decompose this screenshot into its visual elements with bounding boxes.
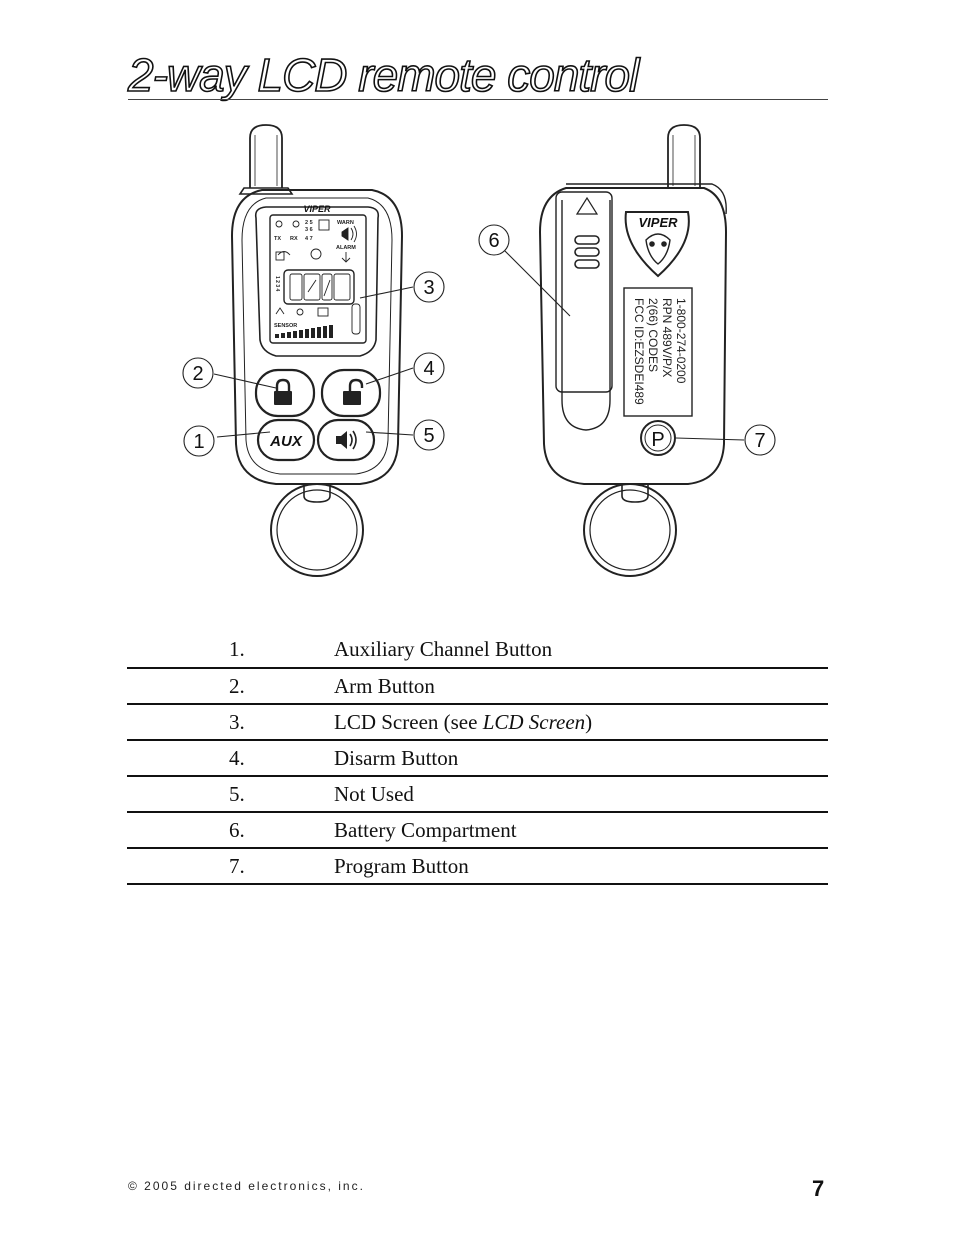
antenna-icon	[238, 124, 294, 195]
key-ring-icon	[270, 483, 364, 577]
legend-label-after: )	[585, 709, 593, 734]
label-line-2: RPN 489V/P/X	[660, 298, 674, 377]
front-brand: VIPER	[303, 204, 331, 214]
lcd-rx: RX	[290, 236, 298, 242]
back-brand: VIPER	[638, 215, 678, 230]
not-used-button[interactable]	[316, 418, 376, 462]
label-line-1: 1-800-274-0200	[674, 298, 688, 384]
label-line-3: 2(66) CODES	[646, 298, 660, 372]
legend-label: LCD Screen (see LCD Screen)	[334, 704, 828, 741]
back-remote: VIPER 1-800-274-0200 RPN 489V/P/X 2(66) …	[538, 124, 728, 577]
aux-button[interactable]: AUX	[256, 418, 316, 462]
remote-illustration: VIPER 2 5 3 6 TX RX 4 7 WARN ALARM SENSO…	[182, 124, 776, 577]
legend-num: 5.	[229, 781, 245, 806]
unlock-icon	[348, 378, 364, 392]
program-label: P	[651, 429, 664, 451]
legend-row: 4. Disarm Button	[127, 740, 828, 777]
arm-button[interactable]	[254, 368, 316, 418]
title-rule	[128, 99, 828, 100]
aux-label: AUX	[269, 433, 303, 450]
speaker-icon	[336, 430, 357, 450]
lcd-nums-c: 4 7	[305, 236, 313, 242]
lcd-tx: TX	[274, 236, 281, 242]
legend-label-before: LCD Screen (see	[334, 709, 483, 734]
callout-1: 1	[193, 431, 204, 453]
lcd-nums-a: 2 5	[305, 220, 313, 226]
disarm-button[interactable]	[320, 368, 382, 418]
callout-4: 4	[423, 358, 434, 380]
callout-6: 6	[488, 230, 499, 252]
lcd-alarm: ALARM	[336, 245, 356, 251]
front-remote: VIPER 2 5 3 6 TX RX 4 7 WARN ALARM SENSO…	[230, 124, 404, 577]
lcd-sensor: SENSOR	[274, 323, 297, 329]
legend-row: 5. Not Used	[127, 776, 828, 813]
lcd-channels: 1 2 3 4	[274, 276, 280, 292]
legend-label: Auxiliary Channel Button	[334, 632, 828, 669]
legend-num: 1.	[229, 637, 245, 661]
battery-compartment	[555, 191, 613, 431]
legend-label: Program Button	[334, 848, 828, 885]
legend-row: 2. Arm Button	[127, 668, 828, 705]
fcc-label	[623, 287, 693, 417]
page-title: 2-way LCD remote control	[127, 49, 640, 101]
legend-num: 7.	[229, 853, 245, 878]
viper-logo: VIPER	[624, 211, 690, 278]
callout-2: 2	[192, 363, 203, 385]
legend-row: 7. Program Button	[127, 848, 828, 885]
lcd-screen	[269, 214, 367, 344]
callout-7: 7	[754, 430, 765, 452]
lock-icon	[275, 378, 291, 392]
back-key-ring	[583, 483, 677, 577]
legend-num: 6.	[229, 817, 245, 842]
legend-label: Arm Button	[334, 668, 828, 705]
legend-row: 1. Auxiliary Channel Button	[127, 632, 828, 669]
legend-row: 3. LCD Screen (see LCD Screen)	[127, 704, 828, 741]
page-number: 7	[812, 1176, 825, 1201]
signal-meter	[275, 325, 333, 338]
label-line-4: FCC ID:EZSDEI489	[632, 298, 646, 405]
lcd-nums-b: 3 6	[305, 227, 313, 233]
copyright-footer: © 2005 directed electronics, inc.	[128, 1179, 365, 1193]
lcd-warn: WARN	[337, 220, 354, 226]
legend-num: 3.	[229, 709, 245, 734]
legend-num: 2.	[229, 673, 245, 698]
legend-row: 6. Battery Compartment	[127, 812, 828, 849]
legend-label: Disarm Button	[334, 740, 828, 777]
legend-num: 4.	[229, 745, 245, 770]
legend-label: Not Used	[334, 776, 828, 813]
legend-label: Battery Compartment	[334, 812, 828, 849]
legend-table: 1. Auxiliary Channel Button 2. Arm Butto…	[127, 632, 828, 885]
program-button[interactable]: P	[640, 420, 676, 456]
callout-3: 3	[423, 277, 434, 299]
callouts	[182, 224, 776, 457]
callout-5: 5	[423, 425, 434, 447]
legend-label-italic: LCD Screen	[482, 709, 586, 734]
